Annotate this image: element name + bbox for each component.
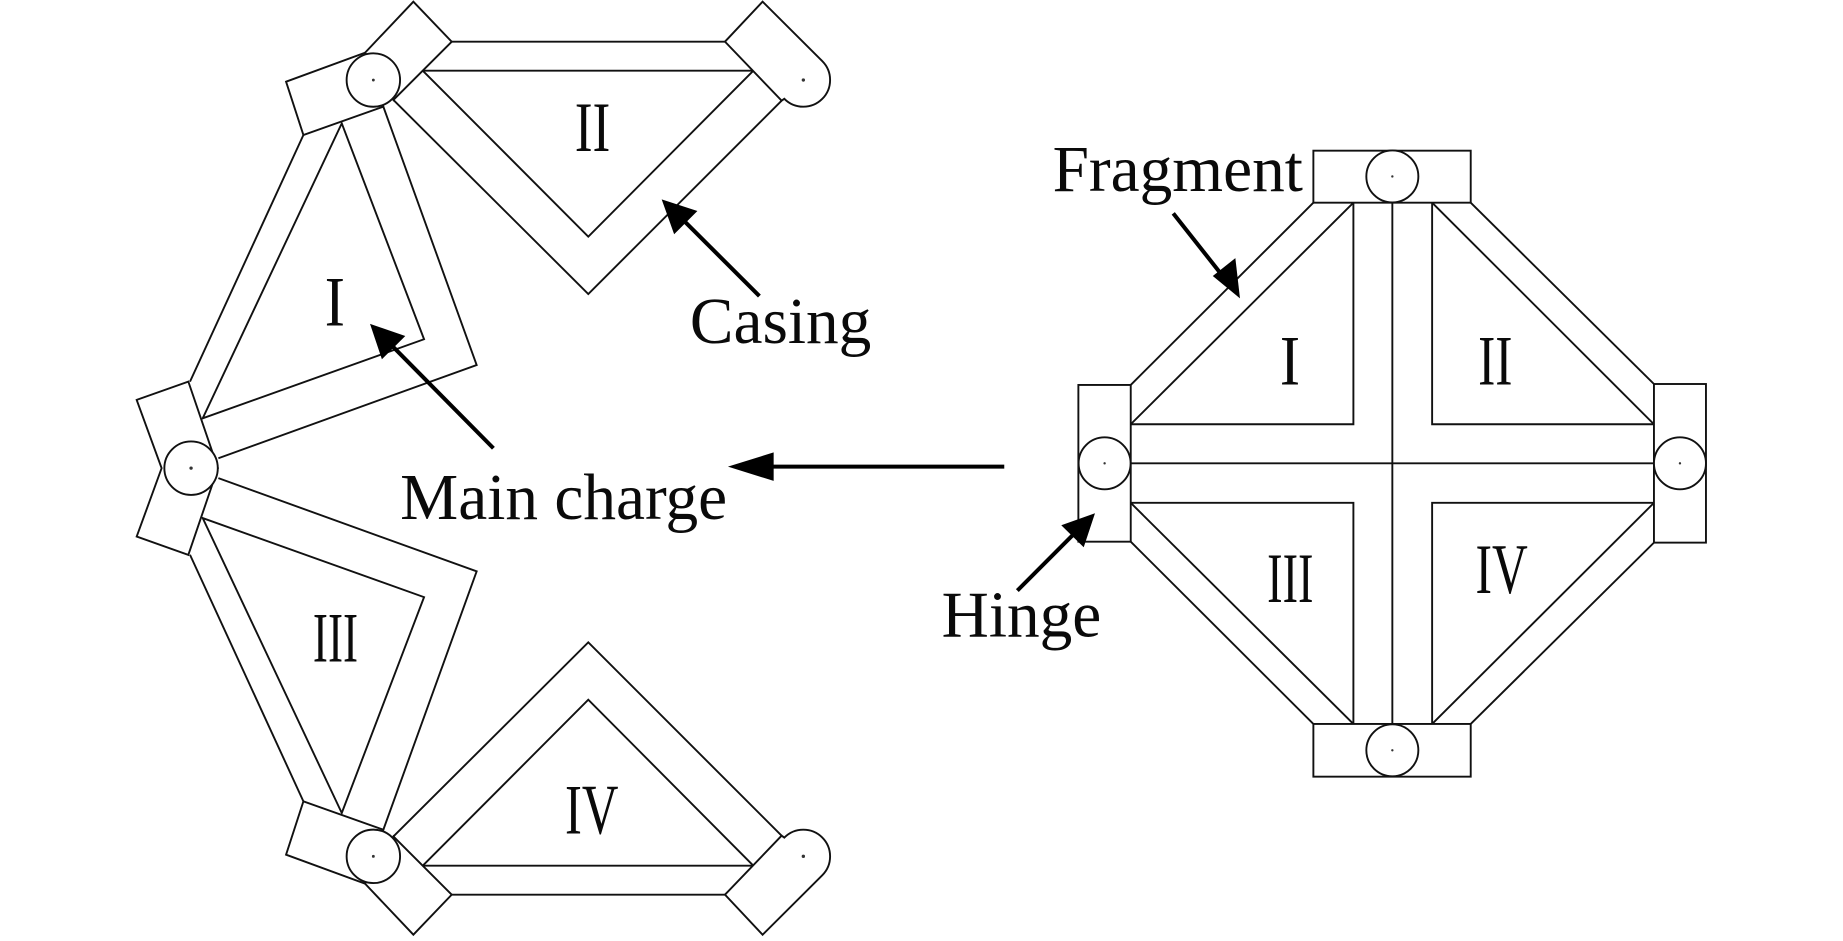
main-charge-outline — [1431, 501, 1654, 724]
annotations: Casing Main charge Fragment Hinge — [370, 134, 1303, 651]
unfolded-structure: I II III IV — [135, 0, 832, 937]
main-charge-label: Main charge — [400, 462, 727, 534]
main-charge-diagonal — [1431, 202, 1655, 425]
end-block — [723, 828, 832, 937]
hinge-pin-dot — [371, 78, 375, 82]
unfolded-fragment-1 — [189, 51, 478, 460]
casing-outer-edge — [1470, 202, 1655, 385]
fragment-callout: Fragment — [1053, 134, 1303, 299]
casing-outer-edge — [189, 554, 305, 802]
main-charge-arrow-head-icon — [370, 323, 406, 360]
casing-outer-v — [392, 99, 783, 296]
end-pin-dot — [801, 854, 806, 859]
hinge-pin-dot — [1103, 462, 1106, 465]
fragment-arrow-shaft — [1171, 212, 1230, 284]
casing-outer-edge — [1470, 541, 1655, 725]
hinge-arrow-shaft — [1015, 525, 1083, 593]
main-charge-outline — [1431, 202, 1654, 426]
transition-arrow — [727, 452, 1005, 481]
casing-outer-edge — [189, 134, 305, 383]
main-charge-outline — [1130, 501, 1355, 724]
transition-arrow-head-icon — [727, 452, 774, 481]
folded-label-4: IV — [1475, 531, 1527, 609]
main-charge-outline — [200, 516, 426, 816]
hinge-pin-dot — [1678, 462, 1682, 465]
unfolded-label-1: I — [325, 263, 345, 341]
folded-structure: I II III IV — [1077, 149, 1707, 778]
folded-label-3: III — [1267, 540, 1313, 618]
hinge-pin-dot — [1391, 175, 1394, 178]
fragment-arrow-head-icon — [1212, 258, 1240, 299]
unfolded-label-3: III — [313, 599, 358, 677]
folded-fragment-3 — [1130, 501, 1355, 725]
unfolded-label-4: IV — [565, 772, 618, 850]
end-block — [723, 0, 832, 108]
hinge-label: Hinge — [942, 579, 1102, 651]
casing-outer-edge — [1130, 541, 1315, 725]
casing-callout: Casing — [661, 199, 871, 358]
main-charge-outline — [1130, 202, 1355, 426]
fragment-label: Fragment — [1053, 134, 1303, 206]
hinge-pin-dot — [371, 854, 375, 858]
end-pin-dot — [801, 78, 806, 82]
folded-label-1: I — [1280, 323, 1300, 401]
casing-outer-v — [392, 641, 783, 838]
casing-outer-edge — [218, 106, 478, 460]
main-charge-outline — [422, 69, 755, 238]
casing-arrow-head-icon — [661, 199, 698, 235]
casing-arrow-shaft — [675, 212, 761, 298]
casing-outer-edge — [1130, 202, 1315, 386]
main-charge-outline — [422, 698, 755, 867]
main-charge-arrow-shaft — [384, 338, 495, 450]
casing-outer-edge — [218, 477, 478, 831]
hinge-pin-dot — [1391, 749, 1394, 752]
folded-fragment-1 — [1130, 202, 1355, 426]
main-charge-diagonal — [1130, 202, 1355, 425]
folded-fragment-2 — [1431, 202, 1655, 426]
hinge-pin-dot — [189, 466, 193, 470]
unfolded-fragment-3 — [189, 477, 478, 885]
main-charge-outline — [200, 120, 426, 420]
main-charge-diagonal — [1431, 502, 1655, 725]
casing-label: Casing — [690, 286, 871, 358]
main-charge-callout: Main charge — [370, 323, 727, 534]
folded-label-2: II — [1478, 323, 1512, 401]
folded-fragment-4 — [1431, 501, 1655, 725]
hinge-arrow-head-icon — [1061, 513, 1095, 548]
unfolded-label-2: II — [575, 89, 611, 167]
hinge-callout: Hinge — [942, 513, 1102, 651]
main-charge-diagonal — [1130, 502, 1355, 725]
